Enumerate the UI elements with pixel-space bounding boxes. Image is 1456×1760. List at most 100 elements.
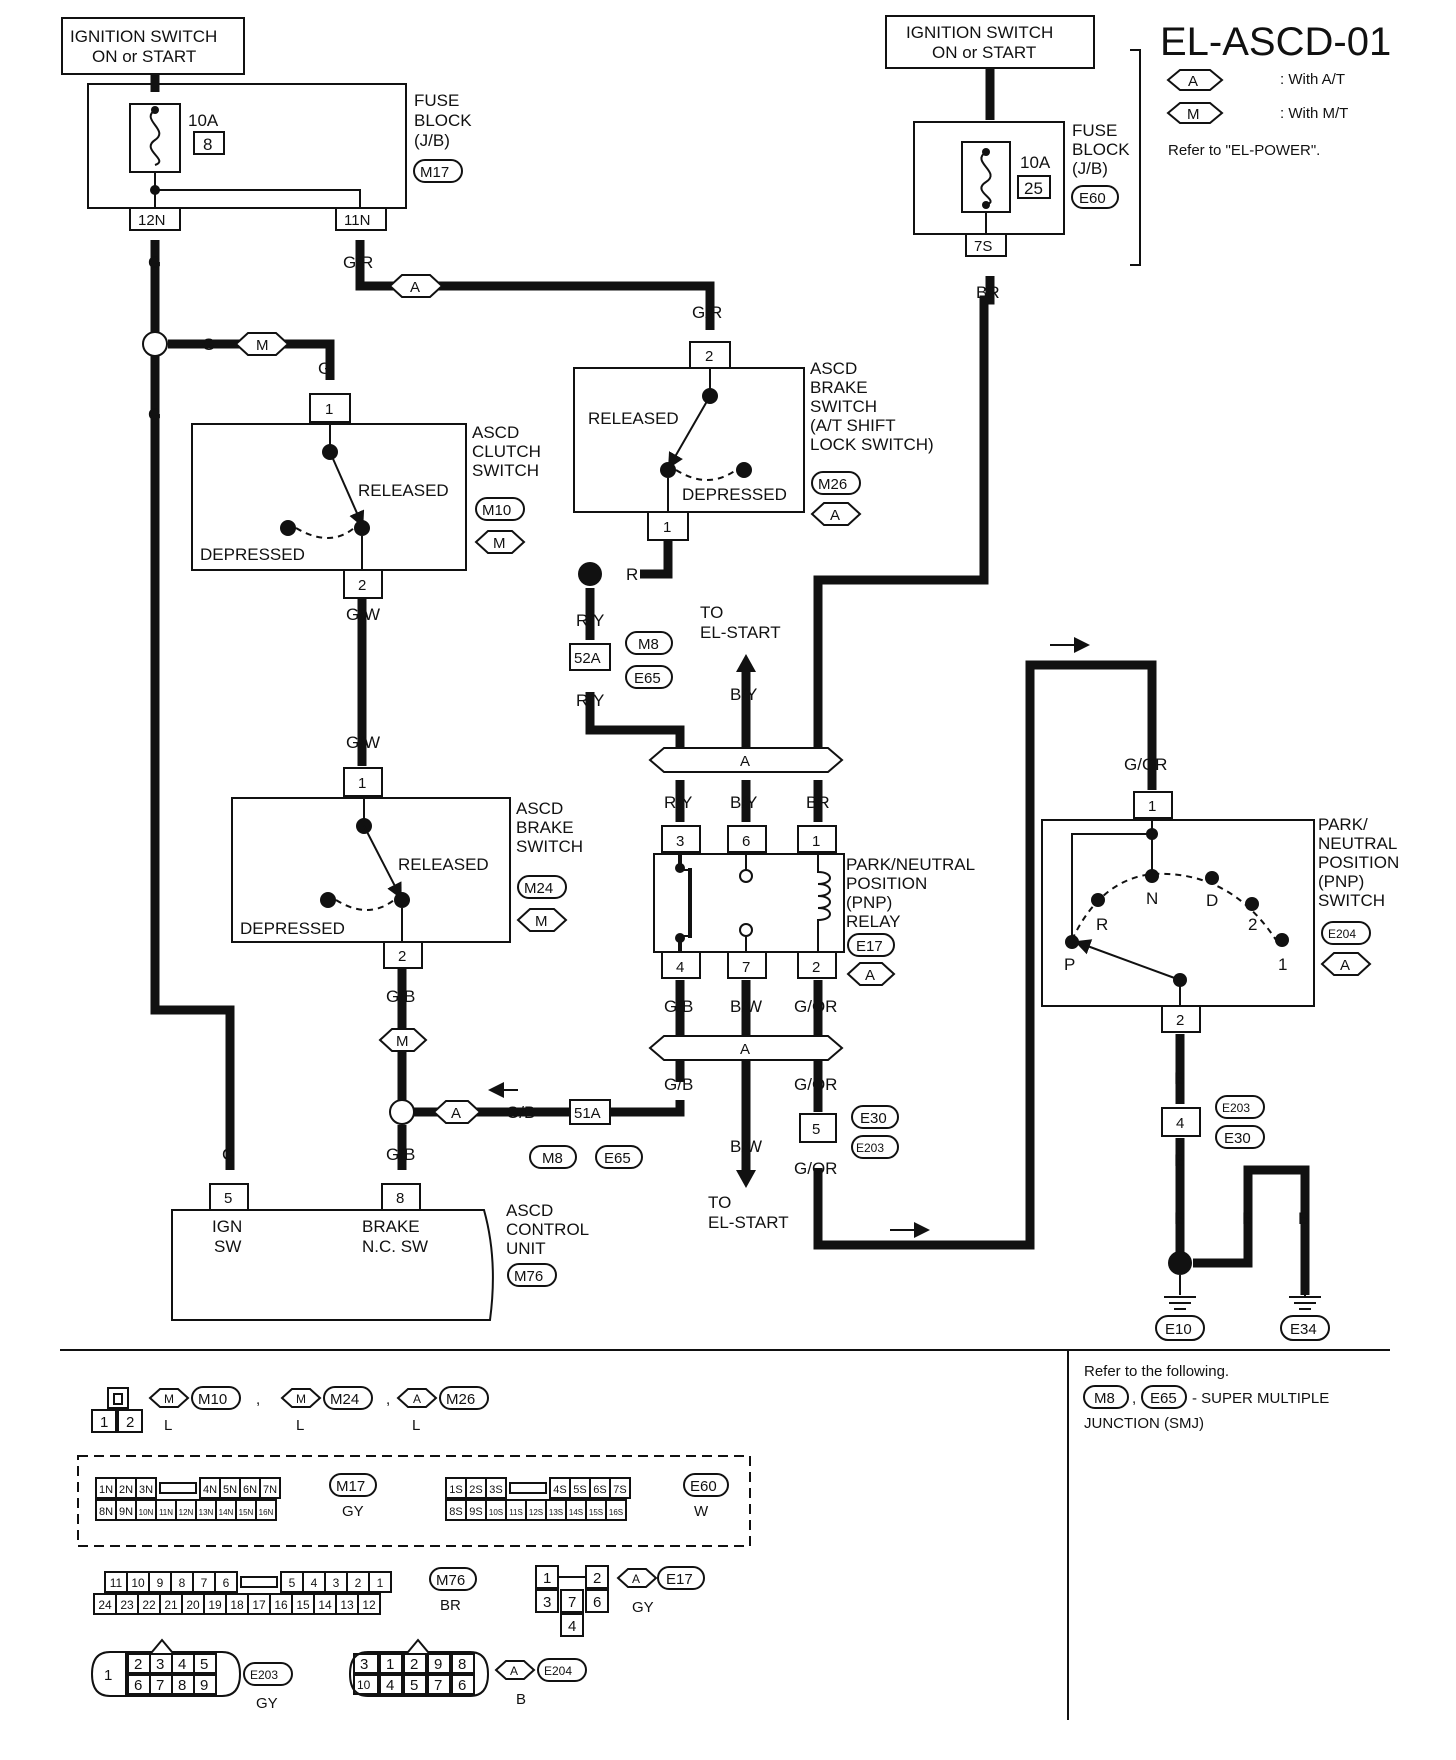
- wire-label-gor-4: G/OR: [1124, 755, 1167, 774]
- control-name1: ASCD: [506, 1201, 553, 1220]
- legend-mt-text: : With M/T: [1280, 105, 1348, 122]
- brake-mt-name3: SWITCH: [516, 837, 583, 856]
- fuse-left-icon: [149, 109, 161, 166]
- ref-m17-pin-4N: 4N: [203, 1484, 217, 1496]
- conn-e30-conn1: E30: [860, 1110, 887, 1127]
- fuse-left-name3: (J/B): [414, 131, 450, 150]
- ref-e204-pin1: 3: [360, 1656, 368, 1673]
- ref-m76-color: BR: [440, 1597, 461, 1614]
- ref-e204-pin5: 8: [458, 1656, 466, 1673]
- ref-e204-pin8: 5: [410, 1677, 418, 1694]
- ref-m76-pin-24: 24: [98, 1598, 112, 1612]
- ref-m76-pin-1: 1: [377, 1576, 384, 1590]
- legend-at-text: : With A/T: [1280, 71, 1345, 88]
- ref-e17-pin3: 3: [543, 1594, 551, 1611]
- ref-e60-pin-12S: 12S: [529, 1508, 543, 1517]
- ref-e60-pin-4S: 4S: [553, 1484, 566, 1496]
- to-el-start-bottom-line1: TO: [708, 1193, 731, 1212]
- conn-e203-conn2: E30: [1224, 1130, 1251, 1147]
- brake-at-name5: LOCK SWITCH): [810, 435, 934, 454]
- brake-mt-switch-box: [231, 797, 511, 943]
- ref-e204-pin6: 10: [357, 1678, 371, 1692]
- ref-e17-color: GY: [632, 1599, 654, 1616]
- ref-e203-conn: E203: [250, 1668, 278, 1682]
- pnp-pos-n: N: [1146, 889, 1158, 908]
- legend-mt-code: M: [1187, 106, 1200, 123]
- fuse-left-body: [129, 103, 181, 173]
- ref-m17-pin-11N: 11N: [159, 1508, 173, 1517]
- ref-e60-pin-8S: 8S: [449, 1506, 462, 1518]
- ref-m17-pin-7N: 7N: [263, 1484, 277, 1496]
- ref-e204-pin7: 4: [386, 1677, 394, 1694]
- ref-m76-pin-15: 15: [296, 1598, 310, 1612]
- clutch-released: RELEASED: [358, 481, 449, 500]
- control-unit-box: [171, 1209, 494, 1321]
- wire-label-ry-1: R/Y: [576, 611, 604, 630]
- ref-e204-color: B: [516, 1691, 526, 1708]
- ref-m76-pin-5: 5: [289, 1576, 296, 1590]
- pnp-pos-1: 1: [1278, 955, 1287, 974]
- ref-e204-pin3: 2: [410, 1656, 418, 1673]
- harness-marker-a-1: [388, 274, 444, 298]
- wire-label-by-2: B/Y: [730, 793, 757, 812]
- ref-e203-pin5: 5: [200, 1656, 208, 1673]
- svg-text:,: ,: [1132, 1390, 1136, 1407]
- junction-51a-pin: 51A: [574, 1105, 601, 1122]
- ref-m17-pin-12N: 12N: [179, 1508, 194, 1517]
- ref-e60-pin-16S: 16S: [609, 1508, 623, 1517]
- control-conn: M76: [514, 1268, 543, 1285]
- to-el-start-top-arrow: [736, 654, 756, 672]
- clutch-opt: M: [493, 535, 506, 552]
- ref1-color3: L: [412, 1417, 420, 1434]
- pnp-relay-name1: PARK/NEUTRAL: [846, 855, 975, 874]
- fuse-right-conn: E60: [1079, 190, 1106, 207]
- ref-m76-pin-18: 18: [230, 1598, 244, 1612]
- wire-label-gb-4: G/B: [664, 997, 693, 1016]
- ref-m76-pin-23: 23: [120, 1598, 134, 1612]
- ground-e10: E10: [1165, 1321, 1192, 1338]
- harness-m-letter-2: M: [396, 1033, 409, 1050]
- brake-at-released: RELEASED: [588, 409, 679, 428]
- ref-m17-pin-2N: 2N: [119, 1484, 133, 1496]
- wire-label-r: R: [626, 565, 638, 584]
- control-ign-line2: SW: [214, 1237, 241, 1256]
- ref-e60-pin-13S: 13S: [549, 1508, 563, 1517]
- ref-e60-color: W: [694, 1503, 709, 1520]
- pnp-relay-name2: POSITION: [846, 874, 927, 893]
- pnp-relay-name3: (PNP): [846, 893, 892, 912]
- ground-e34: E34: [1290, 1321, 1317, 1338]
- pnp-switch-pin-in: 1: [1148, 798, 1156, 815]
- control-pin-ign: 5: [224, 1190, 232, 1207]
- ref-m17-pin-9N: 9N: [119, 1506, 133, 1518]
- pnp-switch-name4: (PNP): [1318, 872, 1364, 891]
- wire-label-ry-2: R/Y: [576, 691, 604, 710]
- brake-mt-conn: M24: [524, 880, 553, 897]
- pnp-relay-pin-bot-2: 7: [742, 959, 750, 976]
- ref-m76-pin-13: 13: [340, 1598, 354, 1612]
- wire-label-b-4: B: [1242, 1209, 1253, 1228]
- wire-label-gb-1: G/B: [386, 987, 415, 1006]
- wire-label-gor-3: G/OR: [794, 1159, 837, 1178]
- ref-m76-conn: M76: [436, 1572, 465, 1589]
- fuse-right-name3: (J/B): [1072, 159, 1108, 178]
- refer-line1: Refer to the following.: [1084, 1363, 1229, 1380]
- brake-at-name3: SWITCH: [810, 397, 877, 416]
- connector-e203: [90, 1638, 293, 1697]
- fuse-right-icon: [980, 151, 992, 206]
- conn-e203-pin: 4: [1176, 1115, 1184, 1132]
- pnp-relay-pin-top-2: 6: [742, 833, 750, 850]
- pnp-pos-p: P: [1064, 955, 1075, 974]
- ref-e203-pin4: 4: [178, 1656, 186, 1673]
- wire-label-br-1: BR: [976, 283, 1000, 302]
- wire-label-b-2: B: [1174, 1151, 1185, 1170]
- harness-marker-a-1-text: A: [410, 279, 420, 296]
- wire-label-g-1: G: [148, 253, 161, 272]
- ref-m17-pin-16N: 16N: [259, 1508, 274, 1517]
- ref-m76-pin-16: 16: [274, 1598, 288, 1612]
- fuse-right-name2: BLOCK: [1072, 140, 1130, 159]
- ref-e60-pin-2S: 2S: [469, 1484, 482, 1496]
- wire-label-gor-2: G/OR: [794, 1075, 837, 1094]
- fuse-left-conn: M17: [420, 164, 449, 181]
